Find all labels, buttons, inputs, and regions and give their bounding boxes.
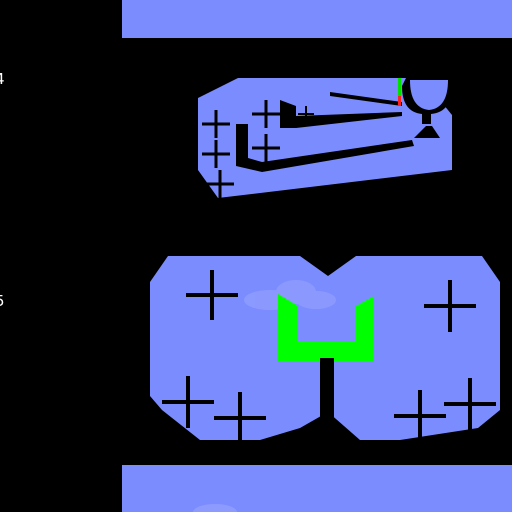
goal-post: [320, 358, 334, 418]
plus-icon: [186, 270, 238, 320]
bottom-boundary: [122, 465, 512, 512]
plus-icon: [444, 378, 496, 430]
plus-icon: [424, 280, 476, 332]
cup-base: [414, 126, 440, 138]
red-marker: [398, 96, 401, 106]
plus-icon: [214, 392, 266, 444]
plus-icon: [162, 376, 214, 428]
ramp-lower: [236, 124, 414, 172]
plus-icon: [252, 134, 280, 162]
angled-bar: [330, 92, 402, 106]
ramp-upper: [280, 100, 402, 128]
top-boundary: [122, 0, 512, 38]
plus-icon: [206, 170, 234, 198]
cloud-icon: [193, 504, 237, 512]
green-marker: [398, 78, 401, 104]
hud-value-mid: 5: [0, 294, 5, 309]
cup-bowl: [410, 80, 448, 110]
u-bracket-icon: [278, 294, 374, 362]
plus-icon: [252, 100, 280, 128]
plus-icon: [298, 106, 314, 122]
plus-icon: [394, 390, 446, 442]
plus-icon: [202, 140, 230, 168]
plus-icon: [202, 110, 230, 138]
hud-value-top: 4: [0, 72, 5, 87]
